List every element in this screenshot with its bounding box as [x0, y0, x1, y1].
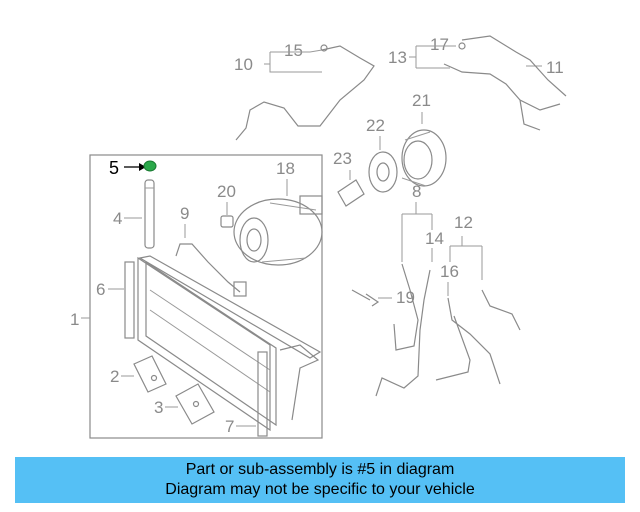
callout-10: 10 [234, 55, 253, 74]
part-15-oring [320, 44, 328, 52]
part-18-compressor [233, 195, 323, 266]
callout-17: 17 [430, 35, 449, 54]
condenser-core [137, 256, 271, 432]
parts-diagram: 1 5 4 6 2 3 7 20 18 9 [70, 35, 567, 439]
part-3-bolt [192, 400, 200, 408]
part-3-bracket-box [175, 383, 215, 425]
leader-8 [401, 202, 433, 262]
info-banner: Part or sub-assembly is #5 in diagram Di… [15, 457, 625, 503]
callout-22: 22 [366, 116, 385, 135]
callout-18: 18 [276, 159, 295, 178]
callout-12: 12 [454, 213, 473, 232]
part-22-clutch-plate [368, 151, 398, 193]
condenser-top-rail [138, 255, 322, 359]
callout-2: 2 [110, 367, 119, 386]
callout-9: 9 [180, 204, 189, 223]
callout-7: 7 [225, 417, 234, 436]
callout-5: 5 [109, 158, 119, 178]
callout-19: 19 [396, 288, 415, 307]
leader-10-15 [264, 49, 323, 73]
part-8-pressure-line [375, 263, 431, 397]
part-23-spacer [337, 179, 365, 207]
callout-1: 1 [70, 310, 79, 329]
callout-4: 4 [113, 209, 122, 228]
assembly-box [89, 154, 323, 439]
part-21-pulley [401, 129, 447, 187]
condenser-right-bracket [279, 344, 320, 421]
banner-line-2: Diagram may not be specific to your vehi… [165, 481, 475, 498]
part-10-suction-line [235, 45, 375, 141]
arrow-5 [139, 163, 146, 171]
part-6-side-bracket [124, 261, 135, 339]
callout-21: 21 [412, 91, 431, 110]
leader-12 [449, 236, 483, 280]
callout-15: 15 [284, 41, 303, 60]
part-19-bolt [351, 289, 380, 307]
part-20-bushing [220, 215, 234, 228]
callout-6: 6 [96, 280, 105, 299]
callout-23: 23 [333, 149, 352, 168]
part-12-line [435, 289, 521, 385]
callout-20: 20 [217, 182, 236, 201]
part-9-fitting [233, 281, 247, 297]
part-17-oring [458, 42, 466, 50]
part-4-drier [144, 179, 155, 249]
callout-13: 13 [388, 48, 407, 67]
callout-8: 8 [412, 182, 421, 201]
banner-line-1: Part or sub-assembly is #5 in diagram [185, 461, 455, 478]
part-2-bolt [150, 374, 158, 382]
condenser-fin-1 [149, 289, 271, 371]
callout-16: 16 [440, 262, 459, 281]
callout-14: 14 [425, 229, 444, 248]
condenser-frame [145, 260, 277, 427]
part-9-hose [175, 243, 241, 293]
part-2-bracket-box [133, 355, 167, 393]
condenser-fin-2 [149, 309, 271, 393]
part-5-cap [143, 160, 157, 172]
leader-13-17 [409, 45, 456, 69]
callout-11: 11 [546, 58, 564, 77]
callout-3: 3 [154, 398, 163, 417]
part-7-side-bracket [257, 351, 268, 437]
part-11-liquid-line [443, 35, 567, 131]
